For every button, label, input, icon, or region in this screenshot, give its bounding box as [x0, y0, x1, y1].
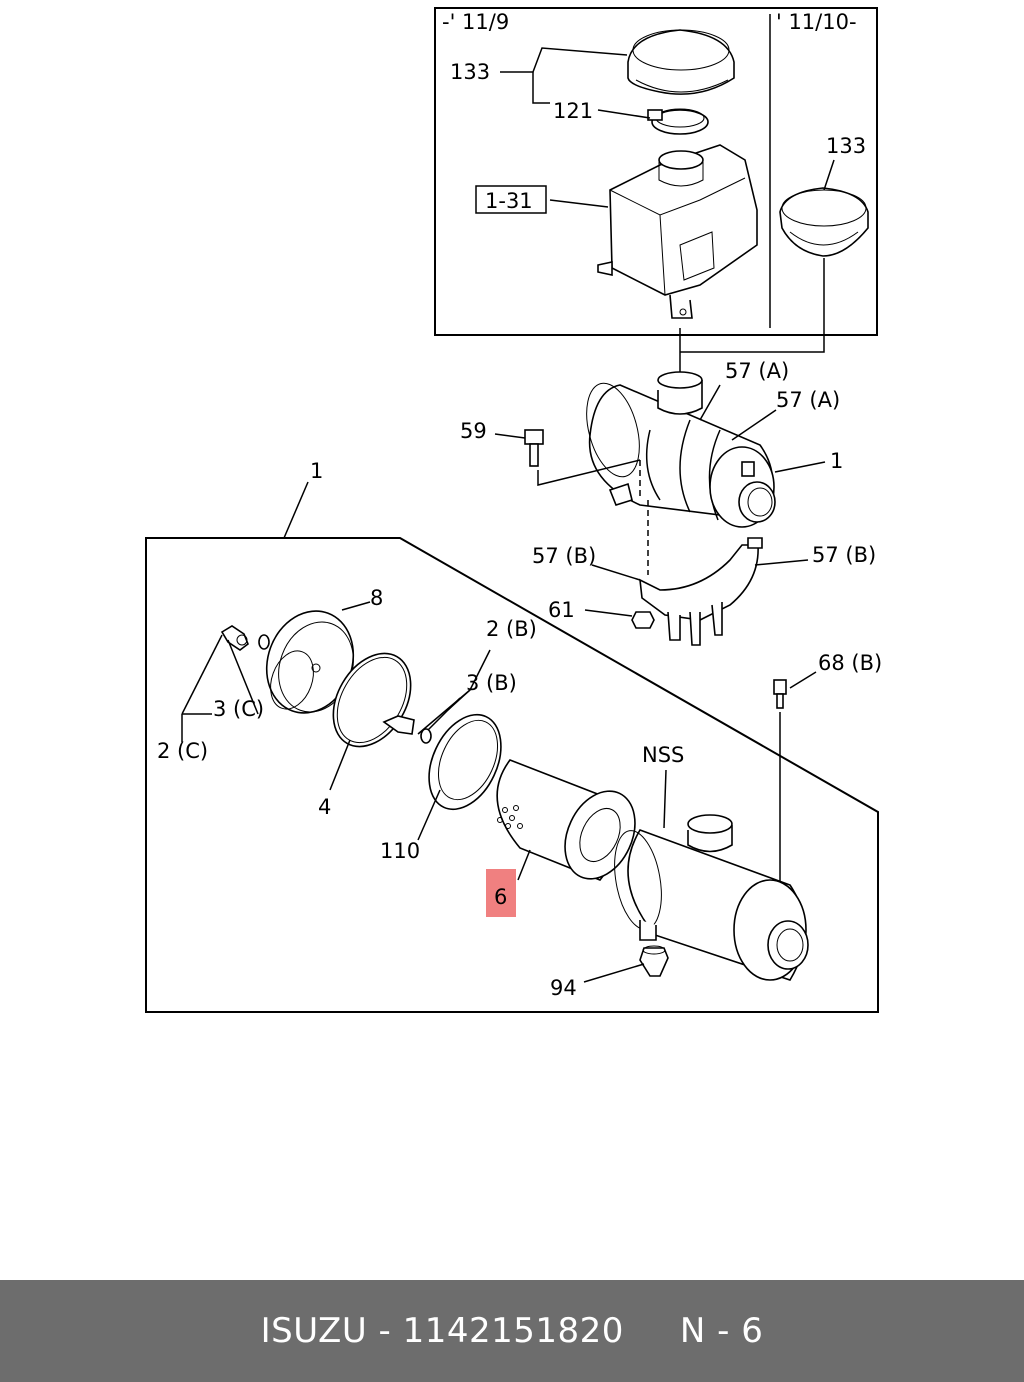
tank-1-31 [597, 144, 758, 319]
footer-reference: N - 6 [679, 1311, 764, 1351]
washer-3c [258, 634, 270, 650]
label-57a-1: 57 (A) [725, 359, 789, 383]
bolt-68b [773, 679, 787, 709]
label-57b-2: 57 (B) [812, 543, 876, 567]
inset-left-range: -' 11/9 [442, 10, 509, 34]
label-1-31-box: 1-31 [475, 185, 547, 214]
label-2c: 2 (C) [157, 739, 208, 763]
label-68b: 68 (B) [818, 651, 882, 675]
highlight-box [486, 869, 516, 917]
inset-right-range: ' 11/10- [776, 10, 857, 34]
label-1-group: 1 [310, 459, 323, 483]
label-8: 8 [370, 586, 383, 610]
footer-bar: ISUZU - 1142151820 N - 6 [0, 1280, 1024, 1382]
label-94: 94 [550, 976, 577, 1000]
footer-brand-part-number: ISUZU - 1142151820 [260, 1311, 624, 1351]
highlighted-part-label: 6 [486, 869, 516, 917]
label-57a-2: 57 (A) [776, 388, 840, 412]
filter-element-6 [496, 759, 636, 881]
label-57b-1: 57 (B) [532, 544, 596, 568]
inset-box: -' 11/9 ' 11/10- [434, 7, 878, 336]
valve-94 [639, 945, 669, 977]
air-cleaner-assembly [586, 371, 776, 528]
cap-133-right [779, 187, 869, 257]
label-61: 61 [548, 598, 575, 622]
label-4: 4 [318, 795, 331, 819]
label-nss: NSS [642, 743, 684, 767]
clamp-121 [647, 108, 709, 135]
label-3c: 3 (C) [213, 697, 264, 721]
wing-nut-2c [220, 625, 249, 651]
nut-61 [631, 611, 655, 629]
washer-3b [420, 728, 432, 744]
bolt-59 [524, 429, 544, 467]
label-121: 121 [553, 99, 593, 123]
exploded-group-box [145, 537, 879, 1013]
label-1-top: 1 [830, 449, 843, 473]
gasket-110 [428, 713, 502, 811]
filter-perforations [497, 805, 523, 829]
clamp-ring-4 [332, 652, 415, 748]
cap-133-left [627, 29, 735, 95]
label-110: 110 [380, 839, 420, 863]
bracket-57b [639, 537, 763, 646]
exploded-parts-diagram: -' 11/9 ' 11/10- 133 121 [145, 7, 882, 1013]
label-133-right: 133 [826, 134, 866, 158]
housing-nss [614, 814, 809, 981]
label-133-left: 133 [450, 60, 490, 84]
label-6: 6 [494, 885, 507, 909]
label-1-31: 1-31 [485, 189, 533, 213]
label-3b: 3 (B) [466, 671, 517, 695]
label-2b: 2 (B) [486, 617, 537, 641]
label-59: 59 [460, 419, 487, 443]
